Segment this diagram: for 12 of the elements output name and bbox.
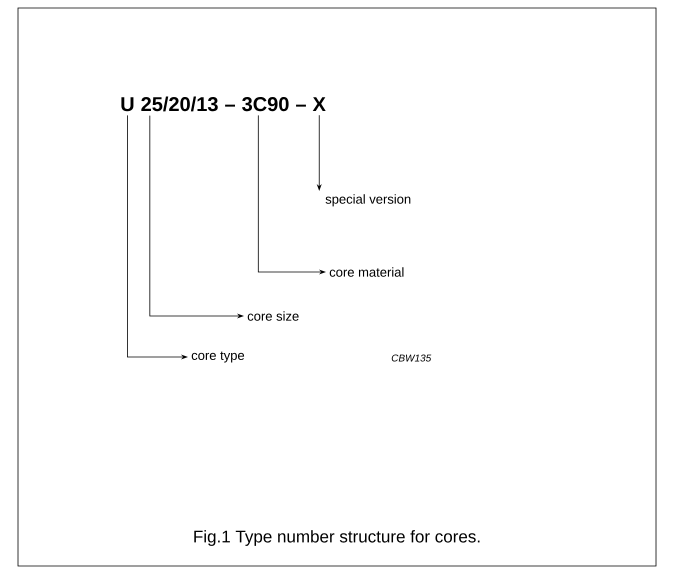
annotation-text: special version xyxy=(326,194,410,206)
type-code-text: 25/20/13 xyxy=(141,96,218,112)
dash-separator: – xyxy=(296,104,306,107)
type-code-text: 3C90 xyxy=(242,97,289,112)
annotation-text: core type xyxy=(192,351,244,363)
type-code-text: X xyxy=(312,97,326,111)
figure-caption: Fig.1 Type number structure for cores. xyxy=(194,530,480,546)
annotation-text: core material xyxy=(330,267,404,277)
type-code-text: U xyxy=(121,97,134,112)
annotation-text: core size xyxy=(248,311,299,321)
figure-code: CBW135 xyxy=(392,354,432,362)
dash-separator: – xyxy=(225,104,235,107)
